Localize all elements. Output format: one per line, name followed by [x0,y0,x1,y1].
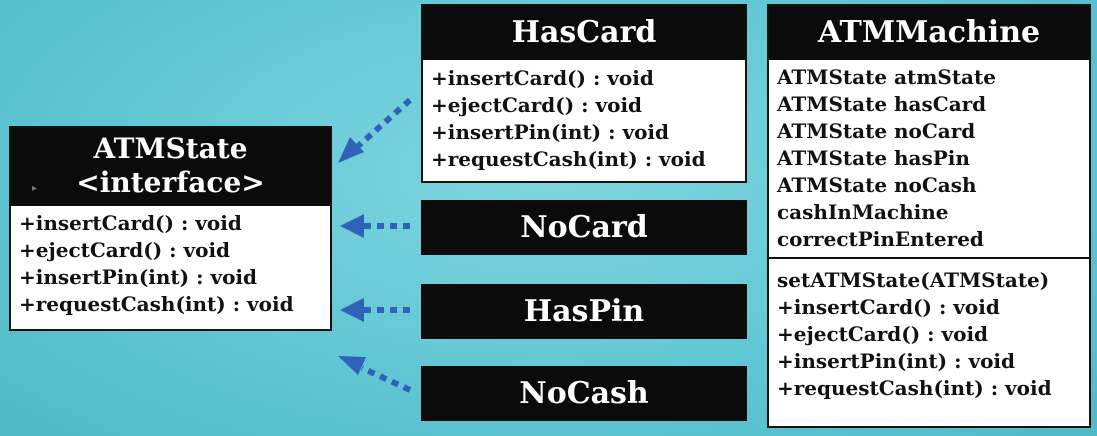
arrow-line-hascard [354,97,412,151]
atmstate-header: ATMState <interface> [11,128,330,206]
method-item: +insertPin(int) : void [777,349,1015,373]
atmstate-title: ATMState [93,132,248,165]
attribute-item: ATMState noCard [777,119,976,143]
method-item: +insertPin(int) : void [19,265,257,289]
arrow-head-nocard [340,214,364,238]
method-item: +insertCard() : void [19,211,242,235]
method-item: +ejectCard() : void [19,238,231,262]
arrow-head-hascard [338,137,364,163]
atmmachine-attributes: ATMState atmState ATMState hasCard ATMSt… [769,60,1089,257]
hascard-header: HasCard [423,6,745,60]
method-item: +insertCard() : void [777,295,1000,319]
nocash-class-box: NoCash [421,366,747,421]
arrow-head-haspin [340,298,364,322]
method-item: +requestCash(int) : void [19,292,294,316]
hascard-methods: +insertCard() : void +ejectCard() : void… [423,60,745,177]
arrow-head-nocash [338,356,366,375]
method-item: +insertPin(int) : void [431,120,669,144]
nocard-class-box: NoCard [421,200,747,255]
attribute-item: cashInMachine [777,200,949,224]
atmstate-class-box: ATMState <interface> +insertCard() : voi… [9,126,332,331]
mouse-cursor-icon: ▸ [32,183,38,194]
method-item: +ejectCard() : void [777,322,989,346]
atmstate-stereotype: <interface> [76,166,265,199]
method-item: +insertCard() : void [431,66,654,90]
atmmachine-header: ATMMachine [769,6,1089,60]
atmmachine-class-box: ATMMachine ATMState atmState ATMState ha… [767,4,1091,428]
method-item: +requestCash(int) : void [431,147,706,171]
hascard-class-box: HasCard +insertCard() : void +ejectCard(… [421,4,747,183]
arrow-line-nocash [360,365,412,393]
attribute-item: ATMState hasPin [777,146,970,170]
atmstate-methods: +insertCard() : void +ejectCard() : void… [11,206,330,322]
method-item: +requestCash(int) : void [777,376,1052,400]
attribute-item: ATMState noCash [777,173,977,197]
attribute-item: correctPinEntered [777,227,984,251]
attribute-item: ATMState atmState [777,65,996,89]
haspin-class-box: HasPin [421,284,747,339]
attribute-item: ATMState hasCard [777,92,987,116]
method-item: +ejectCard() : void [431,93,643,117]
method-item: setATMState(ATMState) [777,268,1050,292]
atmmachine-methods: setATMState(ATMState) +insertCard() : vo… [769,257,1089,406]
